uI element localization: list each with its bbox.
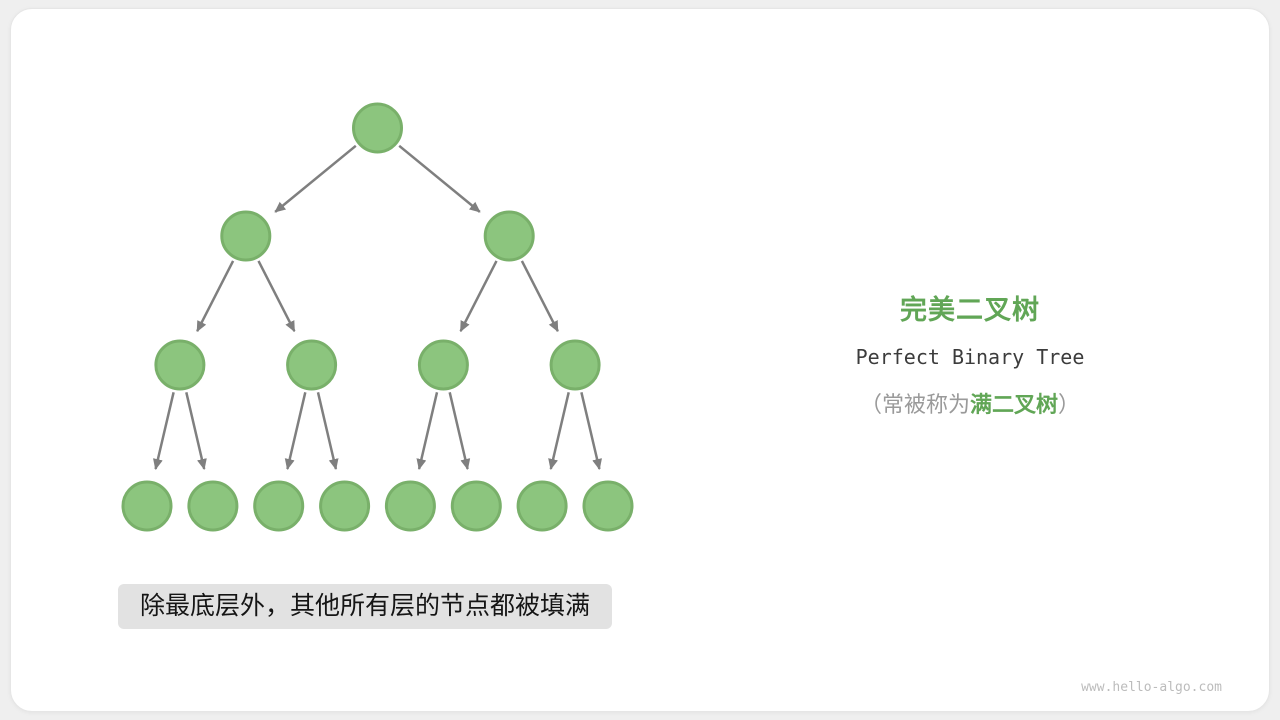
diagram-title: 完美二叉树 [900,295,1040,325]
caption-badge: 除最底层外，其他所有层的节点都被填满 [118,584,613,629]
watermark-text: www.hello-algo.com [1081,680,1222,695]
diagram-note: （常被称为满二叉树） [770,387,1170,419]
note-highlight: 满二叉树 [969,392,1058,417]
diagram-subtitle: Perfect Binary Tree [855,345,1085,369]
note-suffix: ） [1058,392,1081,417]
annotation-block: 完美二叉树 Perfect Binary Tree （常被称为满二叉树） [770,288,1170,419]
note-prefix: （常被称为 [859,392,970,417]
